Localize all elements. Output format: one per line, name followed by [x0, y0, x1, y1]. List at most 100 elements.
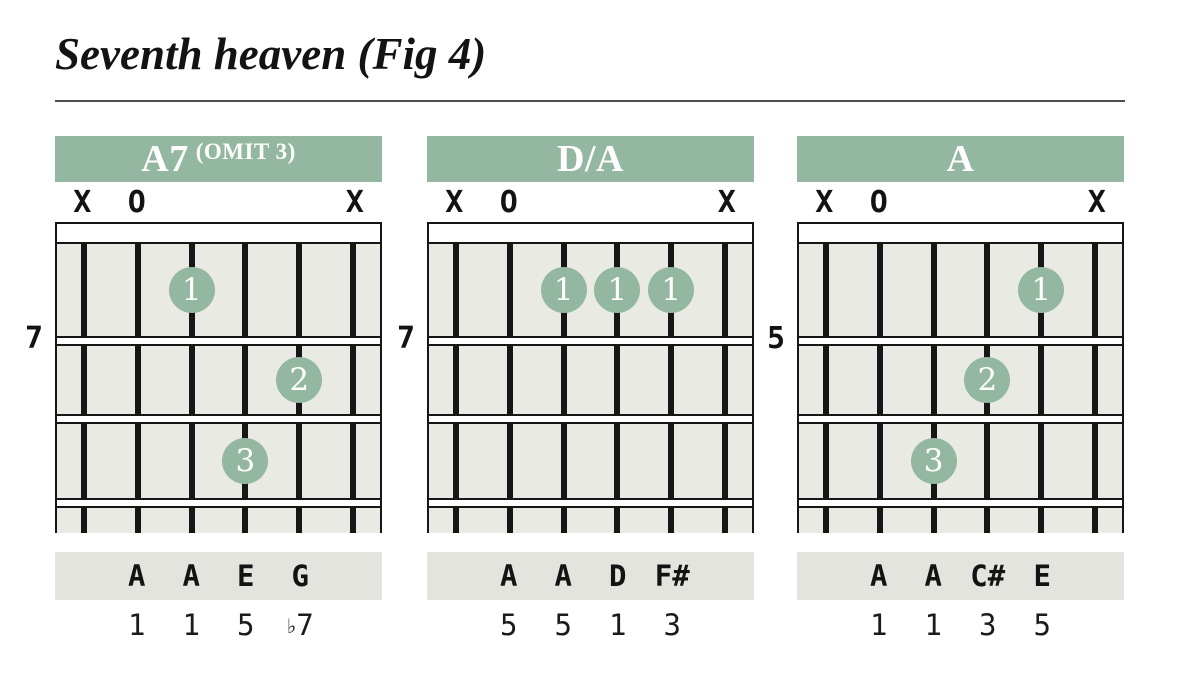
fret-number-label: 5 [766, 321, 785, 356]
fret-line [799, 498, 1122, 508]
guitar-string [188, 244, 195, 533]
muted-string-marker: X [815, 185, 834, 220]
guitar-string [134, 244, 141, 533]
guitar-string [722, 244, 729, 533]
finger-dot: 2 [964, 357, 1011, 403]
fret-line [429, 414, 752, 424]
interval-degree: 5 [1033, 608, 1051, 642]
guitar-string [506, 244, 513, 533]
muted-string-marker: X [445, 185, 464, 220]
title-divider-rule [55, 100, 1125, 102]
guitar-string [1038, 244, 1045, 533]
figure-title: Seventh heaven (Fig 4) [55, 29, 487, 79]
guitar-string [668, 244, 675, 533]
note-name: A [128, 559, 146, 593]
finger-dot: 1 [1018, 267, 1065, 313]
fret-line [799, 414, 1122, 424]
fret-line [57, 414, 380, 424]
guitar-string [822, 244, 829, 533]
nut-band [799, 224, 1122, 244]
finger-dot: 1 [648, 267, 695, 313]
guitar-string [350, 244, 357, 533]
interval-degree: 1 [128, 608, 146, 642]
fretboard-background [429, 244, 752, 533]
flat-sign: ♭ [286, 614, 297, 638]
note-name: C# [970, 559, 1006, 593]
open-string-marker: O [127, 185, 146, 220]
interval-degree: 5 [500, 608, 518, 642]
interval-degree: 3 [979, 608, 997, 642]
muted-string-marker: X [1087, 185, 1106, 220]
fret-line [799, 336, 1122, 346]
finger-dot: 2 [276, 357, 323, 403]
note-name: D [609, 559, 627, 593]
note-name: A [924, 559, 942, 593]
interval-degree: 1 [182, 608, 200, 642]
fret-line [429, 498, 752, 508]
note-name: A [500, 559, 518, 593]
note-name: G [291, 559, 309, 593]
open-string-marker: O [499, 185, 518, 220]
chord-name-suffix: (OMIT 3) [195, 139, 296, 164]
interval-degree: 5 [554, 608, 572, 642]
note-name: A [554, 559, 572, 593]
interval-row: 5 5 1 3 [427, 608, 754, 642]
note-name: E [237, 559, 255, 593]
interval-degree: 1 [870, 608, 888, 642]
chord-name: D/A [557, 138, 624, 180]
finger-dot: 1 [594, 267, 641, 313]
note-name-band: A A D F# [427, 552, 754, 600]
nut-band [57, 224, 380, 244]
nut-band [429, 224, 752, 244]
finger-dot: 3 [222, 438, 269, 484]
interval-degree: ♭7 [286, 608, 314, 642]
guitar-string [452, 244, 459, 533]
chord-header: D/A [427, 136, 754, 182]
muted-string-marker: X [73, 185, 92, 220]
muted-string-marker: X [345, 185, 364, 220]
guitar-string [876, 244, 883, 533]
note-name: E [1033, 559, 1051, 593]
guitar-string [614, 244, 621, 533]
guitar-string [242, 244, 249, 533]
finger-dot: 1 [540, 267, 587, 313]
fret-line [429, 336, 752, 346]
fret-number-label: 7 [396, 321, 415, 356]
fret-line [57, 336, 380, 346]
finger-dot: 1 [168, 267, 215, 313]
guitar-string [560, 244, 567, 533]
interval-degree: 3 [663, 608, 681, 642]
interval-row: 1 1 5 ♭7 [55, 608, 382, 642]
guitar-string [1092, 244, 1099, 533]
guitar-string [930, 244, 937, 533]
fretboard-background [799, 244, 1122, 533]
finger-dot: 3 [910, 438, 957, 484]
fret-line [57, 498, 380, 508]
note-name: F# [654, 559, 690, 593]
muted-string-marker: X [717, 185, 736, 220]
interval-degree: 1 [609, 608, 627, 642]
interval-degree: 5 [237, 608, 255, 642]
interval-row: 1 1 3 5 [797, 608, 1124, 642]
fret-number-label: 7 [24, 321, 43, 356]
chord-header: A [797, 136, 1124, 182]
chord-name: A [946, 138, 975, 180]
chord-name: A7 [141, 138, 189, 180]
note-name: A [182, 559, 200, 593]
open-string-marker: O [869, 185, 888, 220]
guitar-string [80, 244, 87, 533]
fretboard-background [57, 244, 380, 533]
interval-degree: 1 [924, 608, 942, 642]
chord-header: A7 (OMIT 3) [55, 136, 382, 182]
